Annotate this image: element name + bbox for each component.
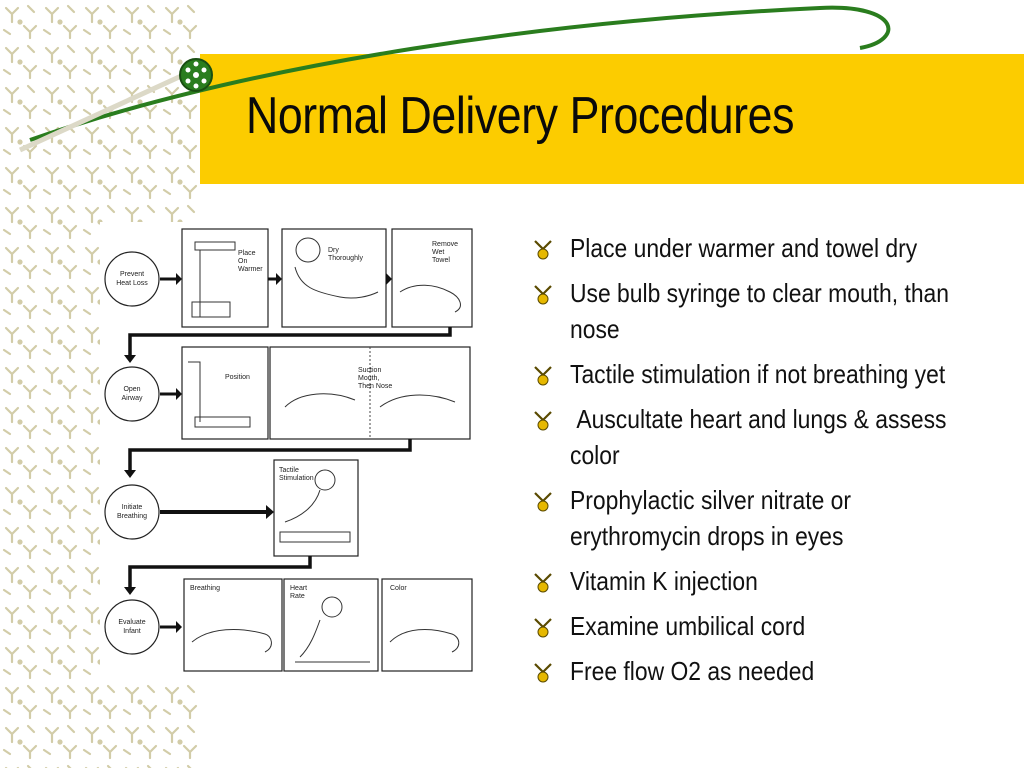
list-item: Tactile stimulation if not breathing yet — [530, 356, 950, 392]
panel-label-line: Thoroughly — [328, 255, 364, 262]
bullet-text: Vitamin K injection — [570, 566, 758, 596]
step-label-line: Evaluate — [118, 619, 145, 626]
panel-label-line: Mouth, — [358, 375, 379, 382]
panel-label-line: Heart — [290, 585, 307, 592]
bullet-text: Examine umbilical cord — [570, 611, 806, 641]
step-label-line: Airway — [121, 395, 143, 402]
list-item: Use bulb syringe to clear mouth, than no… — [530, 275, 950, 347]
panel-tactile-stimulation: Tactile Stimulation — [273, 459, 359, 557]
bullet-icon — [534, 411, 552, 431]
panel-heart-rate: Heart Rate — [283, 578, 379, 672]
bullet-text: Use bulb syringe to clear mouth, than no… — [570, 278, 950, 344]
bullet-icon — [534, 618, 552, 638]
step-prevent-heat-loss: Prevent Heat Loss — [104, 251, 160, 307]
panel-label-line: Tactile — [279, 467, 299, 474]
bullet-icon — [534, 663, 552, 683]
panel-breathing: Breathing — [183, 578, 283, 672]
step-label-line: Prevent — [120, 271, 144, 278]
step-label-line: Initiate — [122, 504, 143, 511]
list-item: Examine umbilical cord — [530, 608, 950, 644]
panel-suction: Suction Mouth, Then Nose — [269, 346, 471, 440]
bullet-icon — [534, 285, 552, 305]
bullet-text: Place under warmer and towel dry — [570, 233, 918, 263]
list-item: Free flow O2 as needed — [530, 653, 950, 689]
bullet-icon — [534, 573, 552, 593]
bullet-text: Free flow O2 as needed — [570, 656, 815, 686]
step-open-airway: Open Airway — [104, 366, 160, 422]
bullet-list: Place under warmer and towel dry Use bul… — [530, 230, 950, 698]
list-item: Place under warmer and towel dry — [530, 230, 950, 266]
bullet-text: Auscultate heart and lungs & assess colo… — [570, 404, 953, 470]
panel-label-line: Wet — [432, 249, 444, 256]
panel-remove-wet-towel: Remove Wet Towel — [391, 228, 473, 328]
panel-label-line: Suction — [358, 367, 381, 374]
list-item: Vitamin K injection — [530, 563, 950, 599]
list-item: Prophylactic silver nitrate or erythromy… — [530, 482, 950, 554]
panel-label-line: Then Nose — [358, 383, 392, 390]
panel-label-line: Towel — [432, 257, 450, 264]
panel-label-line: Position — [225, 374, 250, 381]
list-item: Auscultate heart and lungs & assess colo… — [530, 401, 950, 473]
bullet-icon — [534, 366, 552, 386]
panel-position: Position — [181, 346, 269, 440]
bullet-text: Prophylactic silver nitrate or erythromy… — [570, 485, 852, 551]
panel-label-line: Color — [390, 585, 407, 592]
panel-label-line: Place — [238, 250, 256, 257]
bullet-text: Tactile stimulation if not breathing yet — [570, 359, 946, 389]
panel-label-line: Warmer — [238, 266, 263, 273]
panel-label-line: Dry — [328, 247, 339, 254]
panel-dry-thoroughly: Dry Thoroughly — [281, 228, 387, 328]
step-initiate-breathing: Initiate Breathing — [104, 484, 160, 540]
panel-label-line: On — [238, 258, 247, 265]
panel-place-on-warmer: Place On Warmer — [181, 228, 269, 328]
step-label-line: Open — [123, 386, 140, 393]
step-label-line: Infant — [123, 628, 141, 635]
panel-label-line: Remove — [432, 241, 458, 248]
step-label-line: Breathing — [117, 513, 147, 520]
panel-label-line: Stimulation — [279, 475, 314, 482]
slide-title: Normal Delivery Procedures — [246, 87, 794, 145]
panel-color: Color — [381, 578, 473, 672]
bullet-icon — [534, 492, 552, 512]
step-evaluate-infant: Evaluate Infant — [104, 599, 160, 655]
bullet-icon — [534, 240, 552, 260]
panel-label-line: Rate — [290, 593, 305, 600]
panel-label-line: Breathing — [190, 585, 220, 592]
step-label-line: Heat Loss — [116, 280, 148, 287]
delivery-procedure-diagram: Prevent Heat Loss Place On Warmer Dry Th… — [100, 222, 476, 680]
